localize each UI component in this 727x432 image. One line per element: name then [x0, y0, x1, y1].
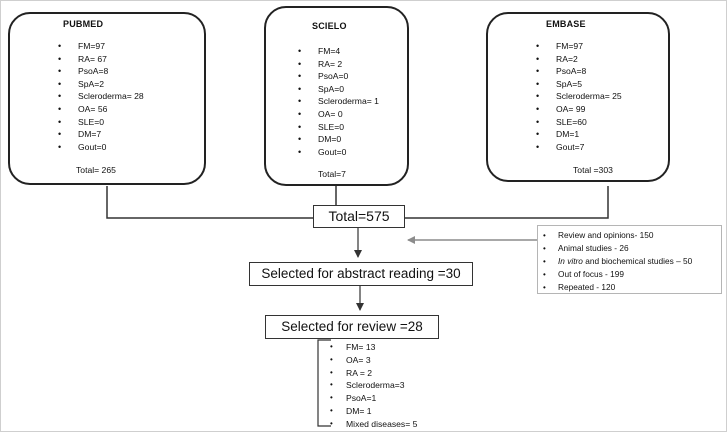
- source-box-embase: EMBASE FM=97 RA=2 PsoA=8 SpA=5 Scleroder…: [486, 12, 670, 182]
- list-item: SLE=0: [58, 116, 144, 129]
- source-title: EMBASE: [546, 19, 586, 29]
- list-item: SpA=2: [58, 78, 144, 91]
- list-item: RA = 2: [328, 367, 417, 380]
- source-box-pubmed: PUBMED FM=97 RA= 67 PsoA=8 SpA=2 Sclerod…: [8, 12, 206, 185]
- item-text: Repeated - 120: [558, 282, 616, 293]
- list-item: SLE=60: [536, 116, 622, 129]
- list-item: Out of focus - 199: [538, 268, 721, 281]
- list-item: RA= 67: [58, 53, 144, 66]
- list-item: PsoA=0: [298, 70, 379, 83]
- abstract-reading-box: Selected for abstract reading =30: [249, 262, 473, 286]
- item-text: Review and opinions- 150: [558, 230, 654, 240]
- list-item: DM= 1: [328, 405, 417, 418]
- final-review-list: FM= 13 OA= 3 RA = 2 Scleroderma=3 PsoA=1…: [328, 341, 417, 431]
- list-item: Gout=7: [536, 141, 622, 154]
- list-item: FM=97: [58, 40, 144, 53]
- list-item: OA= 56: [58, 103, 144, 116]
- list-item: OA= 0: [298, 108, 379, 121]
- list-item: Mixed diseases= 5: [328, 418, 417, 431]
- list-item: FM= 13: [328, 341, 417, 354]
- list-item: Review and opinions- 150: [538, 229, 721, 242]
- list-item: Scleroderma= 1: [298, 95, 379, 108]
- list-item: Scleroderma= 28: [58, 90, 144, 103]
- source-box-scielo: SCIELO FM=4 RA= 2 PsoA=0 SpA=0 Scleroder…: [264, 6, 409, 186]
- source-title: PUBMED: [63, 19, 104, 29]
- list-item: DM=7: [58, 128, 144, 141]
- list-item: Repeated - 120: [538, 281, 721, 294]
- list-item: SLE=0: [298, 121, 379, 134]
- list-item: PsoA=8: [58, 65, 144, 78]
- total-box: Total=575: [313, 205, 405, 228]
- list-item: OA= 99: [536, 103, 622, 116]
- list-item: RA= 2: [298, 58, 379, 71]
- list-item: Scleroderma=3: [328, 379, 417, 392]
- list-item: Gout=0: [298, 146, 379, 159]
- item-text: Out of focus - 199: [558, 269, 624, 280]
- list-item: Scleroderma= 25: [536, 90, 622, 103]
- item-text: Animal studies - 26: [558, 243, 629, 254]
- source-total: Total= 265: [76, 165, 116, 175]
- list-item: FM=4: [298, 45, 379, 58]
- final-bracket: [317, 339, 331, 427]
- list-item: PsoA=1: [328, 392, 417, 405]
- source-total: Total=7: [318, 169, 346, 179]
- list-item: SpA=5: [536, 78, 622, 91]
- list-item: FM=97: [536, 40, 622, 53]
- source-total: Total =303: [573, 165, 613, 175]
- source-list: FM=97 RA=2 PsoA=8 SpA=5 Scleroderma= 25 …: [536, 40, 622, 153]
- list-item: Gout=0: [58, 141, 144, 154]
- list-item: In vitro and biochemical studies – 50: [538, 255, 721, 268]
- review-box: Selected for review =28: [265, 315, 439, 339]
- item-text: and biochemical studies – 50: [582, 256, 693, 267]
- list-item: RA=2: [536, 53, 622, 66]
- source-list: FM=97 RA= 67 PsoA=8 SpA=2 Scleroderma= 2…: [58, 40, 144, 153]
- list-item: Animal studies - 26: [538, 242, 721, 255]
- list-item: PsoA=8: [536, 65, 622, 78]
- list-item: DM=1: [536, 128, 622, 141]
- excluded-list: Review and opinions- 150 Animal studies …: [538, 229, 721, 295]
- source-title: SCIELO: [312, 21, 347, 31]
- source-list: FM=4 RA= 2 PsoA=0 SpA=0 Scleroderma= 1 O…: [298, 45, 379, 158]
- list-item: OA= 3: [328, 354, 417, 367]
- item-italic-text: In vitro: [558, 256, 583, 267]
- list-item: SpA=0: [298, 83, 379, 96]
- list-item: DM=0: [298, 133, 379, 146]
- excluded-box: Review and opinions- 150 Animal studies …: [537, 225, 722, 295]
